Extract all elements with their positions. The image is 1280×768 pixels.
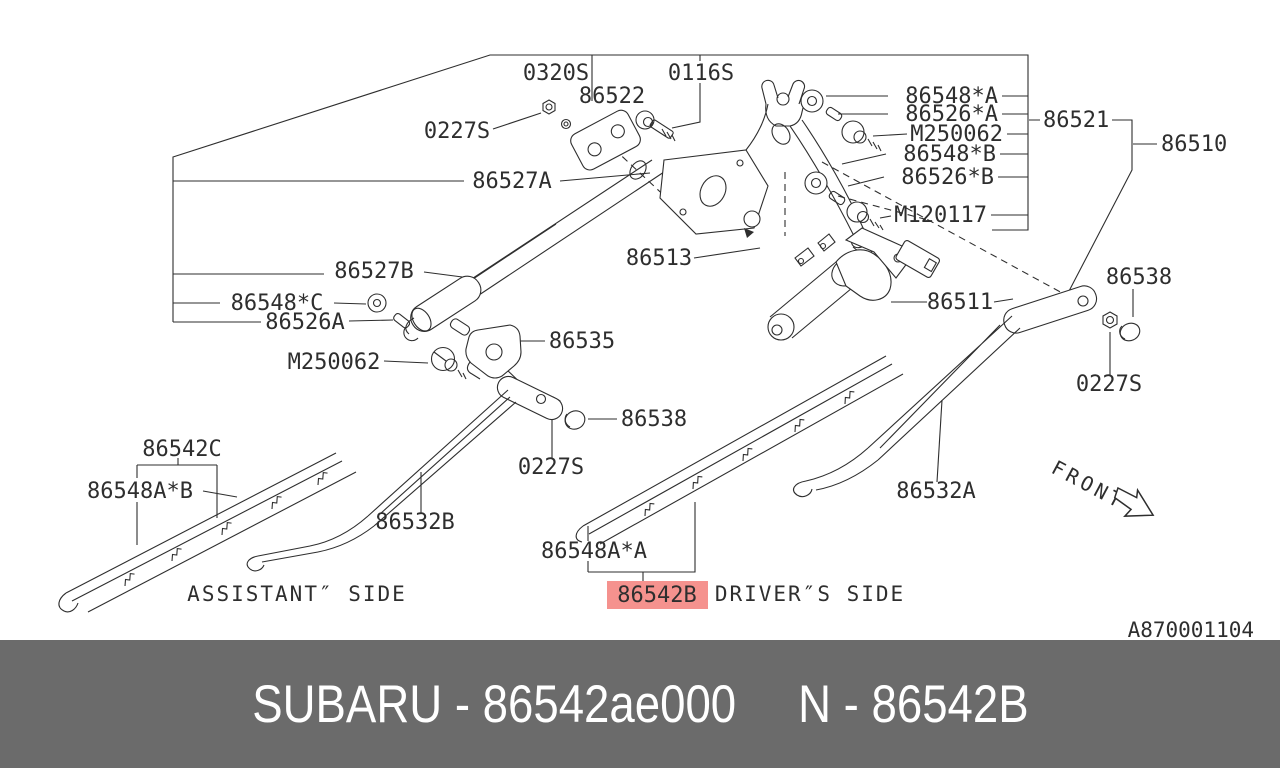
part-label-0227s-right: 0227S bbox=[1076, 372, 1142, 397]
part-label-86521: 86521 bbox=[1043, 108, 1109, 133]
part-label-86526-b: 86526*B bbox=[901, 165, 994, 190]
part-label-86526-a: 86526*A bbox=[905, 102, 998, 127]
part-label-86538-right: 86538 bbox=[1106, 265, 1172, 290]
part-label-86548a-a: 86548A*A bbox=[541, 539, 647, 564]
part-label-86548-c: 86548*C bbox=[231, 291, 324, 316]
part-labels: 0320S 86522 0116S 0227S 86527A 86548*A 8… bbox=[87, 61, 1227, 564]
part-label-86510: 86510 bbox=[1161, 132, 1227, 157]
part-label-86527a: 86527A bbox=[472, 169, 551, 194]
part-label-86548a-b: 86548A*B bbox=[87, 479, 193, 504]
wiper-arms-blades-drawing bbox=[58, 285, 1098, 613]
part-label-86513: 86513 bbox=[626, 246, 692, 271]
footer-brand-part-number: SUBARU - 86542ae000 bbox=[251, 674, 736, 734]
part-label-86538-mid: 86538 bbox=[621, 407, 687, 432]
part-label-m250062-top: M250062 bbox=[910, 122, 1003, 147]
part-label-m120117: M120117 bbox=[894, 203, 987, 228]
part-label-0116s: 0116S bbox=[668, 61, 734, 86]
part-label-86542c: 86542C bbox=[142, 437, 221, 462]
part-label-86527b: 86527B bbox=[334, 259, 413, 284]
part-label-86542b-highlighted[interactable]: 86542B bbox=[617, 583, 696, 608]
assistant-side-caption: ASSISTANT″ SIDE bbox=[187, 582, 407, 606]
front-label: FRONT bbox=[1048, 455, 1130, 514]
part-label-86511: 86511 bbox=[927, 290, 993, 315]
wiper-motor-drawing bbox=[767, 227, 941, 341]
part-label-0227s-mid: 0227S bbox=[518, 455, 584, 480]
leader-lines bbox=[136, 54, 1157, 581]
frame-linkage-drawing bbox=[403, 79, 888, 342]
part-label-86548-b: 86548*B bbox=[903, 142, 996, 167]
driver-side-caption: DRIVER″S SIDE bbox=[715, 582, 905, 606]
part-label-0227s-top: 0227S bbox=[424, 119, 490, 144]
front-arrow-icon bbox=[1113, 486, 1155, 517]
part-label-86535: 86535 bbox=[549, 329, 615, 354]
part-label-86532b: 86532B bbox=[375, 510, 454, 535]
part-label-86526a-left: 86526A bbox=[265, 310, 344, 335]
part-label-86522: 86522 bbox=[579, 84, 645, 109]
footer-banner: SUBARU - 86542ae000 N - 86542B bbox=[0, 640, 1280, 768]
highlighted-part-callout[interactable]: 86542B bbox=[607, 581, 708, 609]
drawing-number: A870001104 bbox=[1128, 618, 1254, 642]
footer-catalog-code: N - 86542B bbox=[797, 674, 1029, 734]
part-label-m250062-left: M250062 bbox=[288, 350, 381, 375]
footer-text: SUBARU - 86542ae000 N - 86542B bbox=[252, 674, 1028, 735]
front-direction-indicator: FRONT bbox=[1048, 455, 1155, 517]
part-label-86532a: 86532A bbox=[896, 479, 975, 504]
part-highlight[interactable] bbox=[607, 581, 708, 609]
part-label-0320s: 0320S bbox=[523, 61, 589, 86]
part-label-86548-a: 86548*A bbox=[905, 84, 998, 109]
